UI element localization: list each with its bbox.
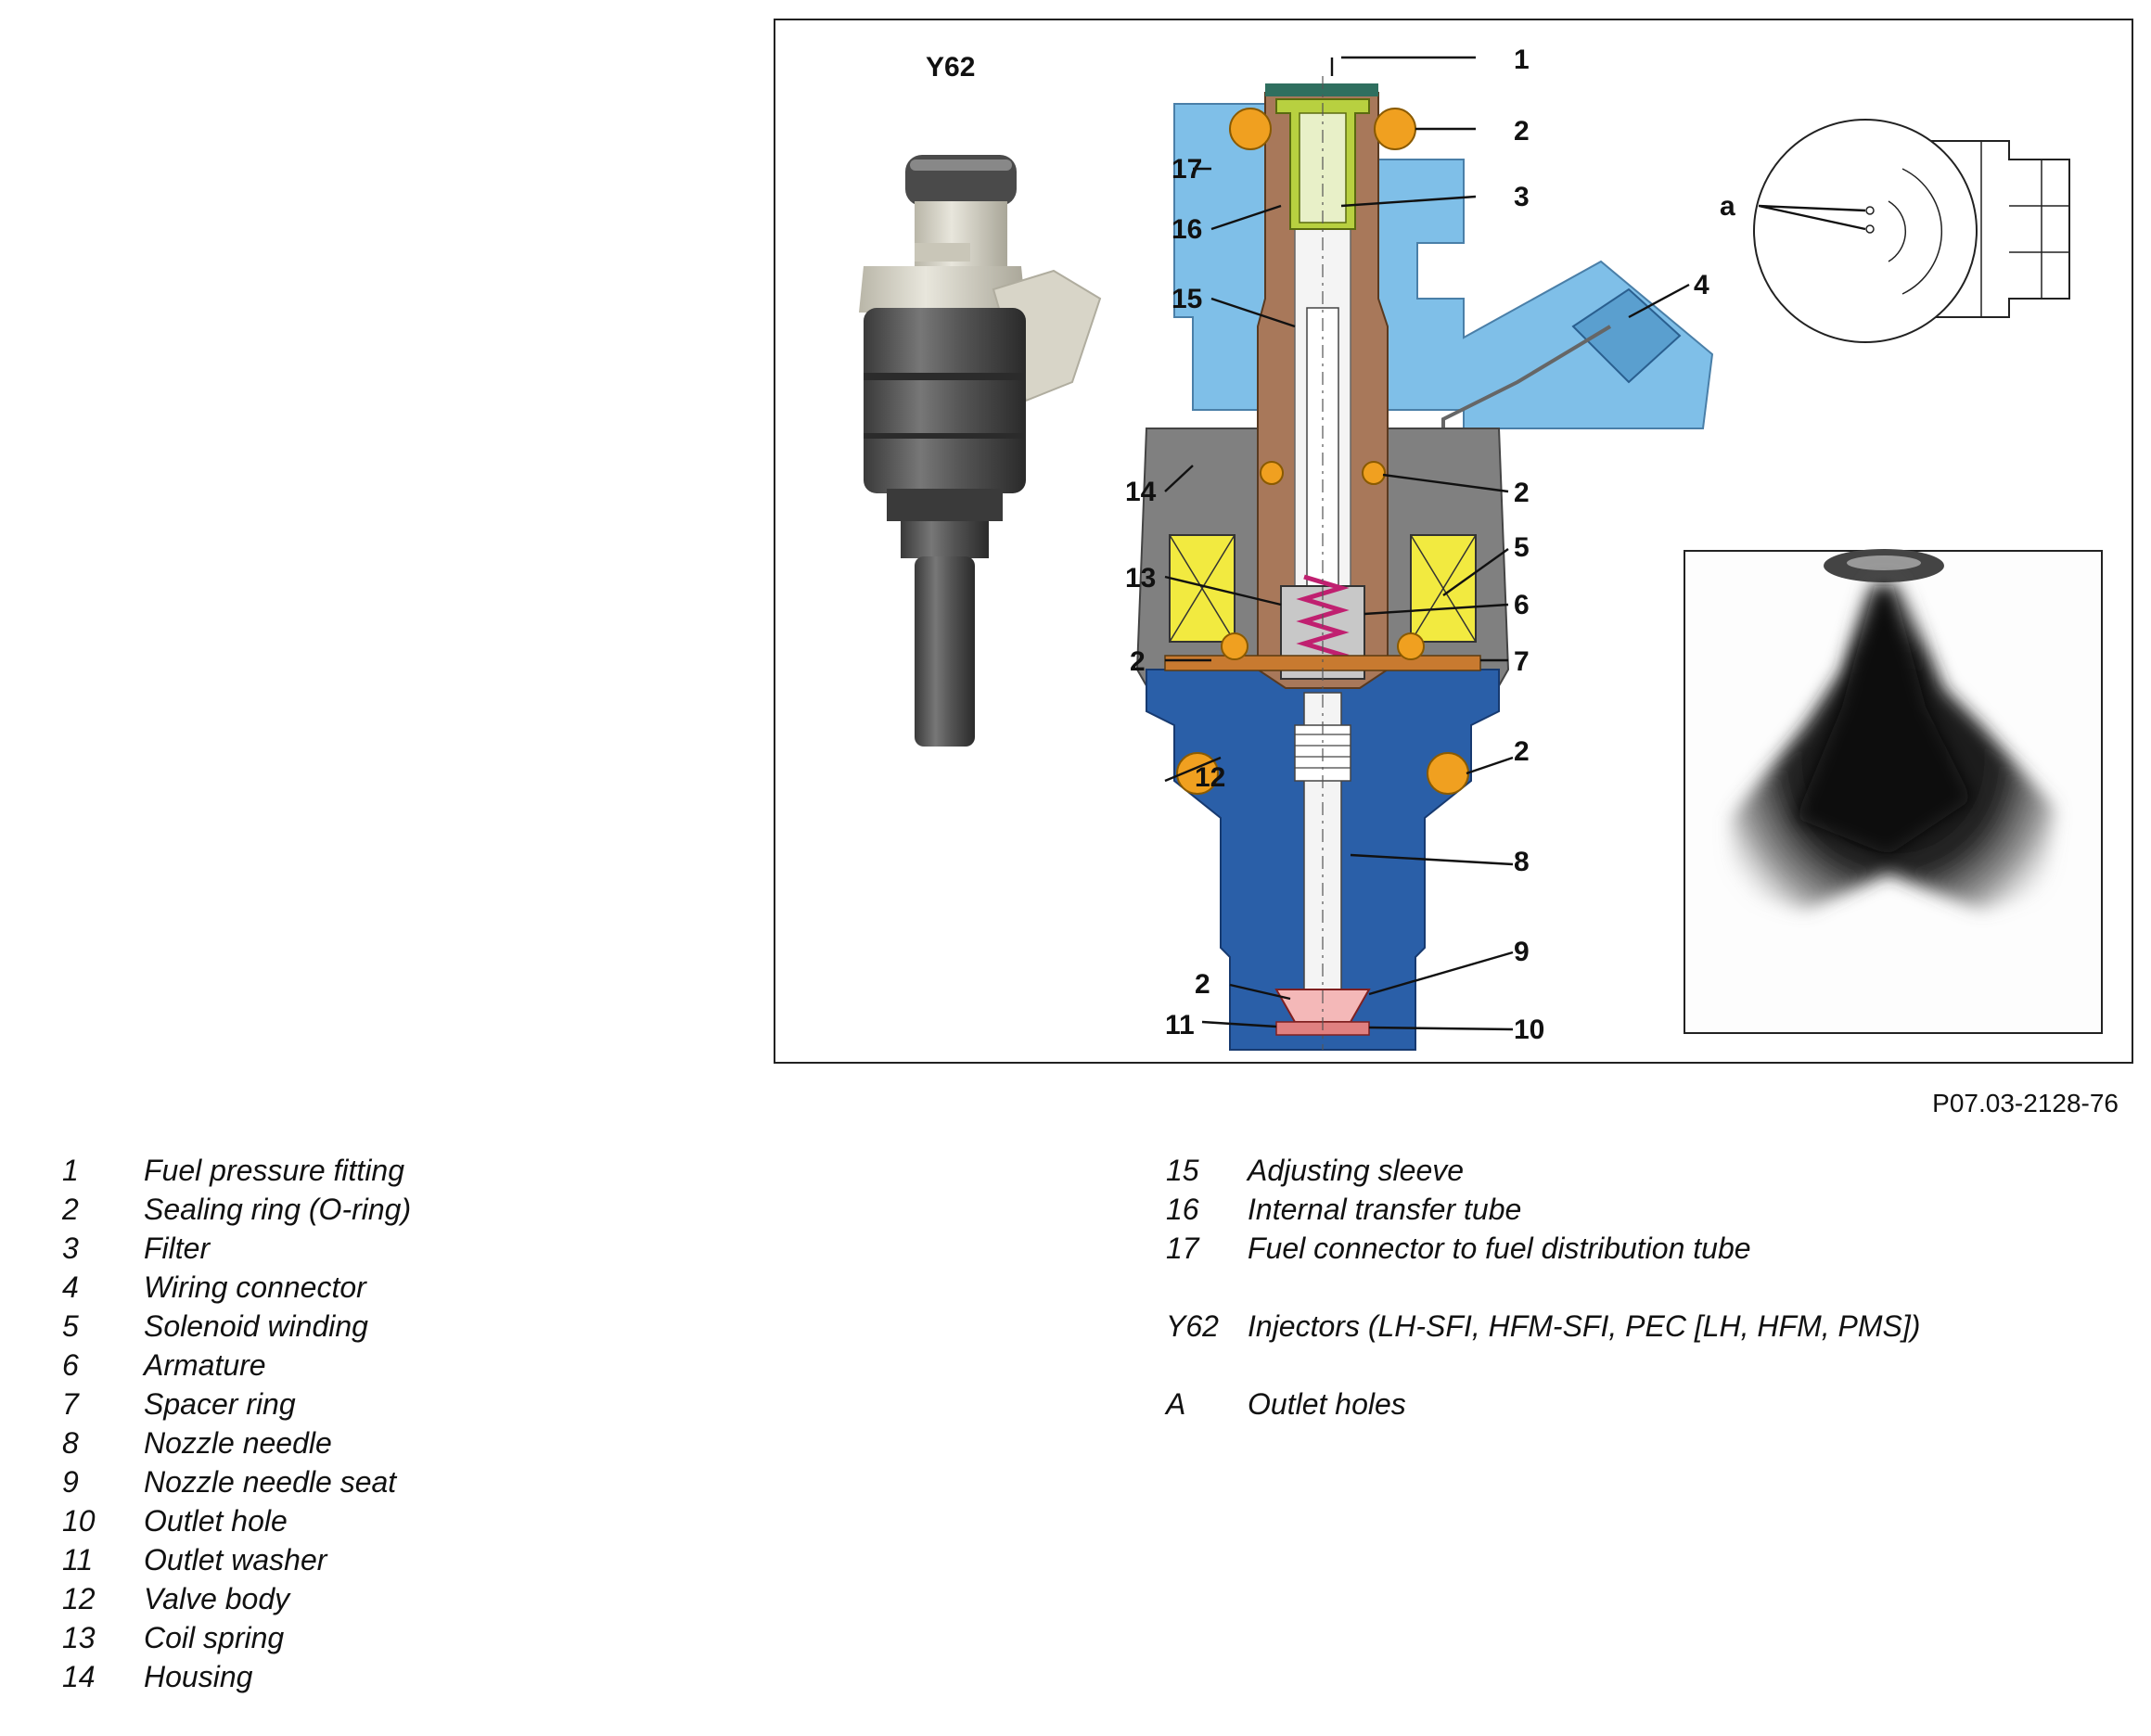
- injector-photo: [859, 155, 1102, 747]
- legend-item-text: Spacer ring: [144, 1387, 296, 1421]
- legend-item-text: Coil spring: [144, 1621, 285, 1654]
- legend-item-number: 9: [62, 1465, 79, 1499]
- callout-15: 15: [1172, 284, 1202, 314]
- legend-item-text: Nozzle needle seat: [144, 1465, 397, 1499]
- legend-item: 16 Internal transfer tube: [1166, 1190, 1920, 1229]
- legend-item-number: 17: [1166, 1232, 1199, 1265]
- legend-item-text: Solenoid winding: [144, 1309, 368, 1343]
- callout-2: 2: [1130, 646, 1146, 677]
- legend-item: 13 Coil spring: [62, 1618, 411, 1657]
- legend-right: 15 Adjusting sleeve 16 Internal transfer tu…: [1166, 1151, 1920, 1423]
- legend-item-number: 13: [62, 1621, 96, 1654]
- legend-item-number: 5: [62, 1309, 79, 1343]
- callout-1: 1: [1514, 45, 1530, 75]
- callout-a: a: [1720, 191, 1735, 222]
- injector-cross-section: [1135, 76, 1714, 1051]
- callout-16: 16: [1172, 214, 1202, 245]
- legend-item: 4 Wiring connector: [62, 1268, 411, 1307]
- legend-item-number: 11: [62, 1543, 94, 1576]
- legend-item-number: 15: [1166, 1154, 1199, 1187]
- legend-item-number: 3: [62, 1232, 79, 1265]
- legend-item: 3 Filter: [62, 1229, 411, 1268]
- legend-item-text: Armature: [144, 1348, 266, 1382]
- callout-17: 17: [1172, 154, 1202, 185]
- legend-item: 15 Adjusting sleeve: [1166, 1151, 1920, 1190]
- legend-item-number: 7: [62, 1387, 79, 1421]
- diagram-frame: Y62: [774, 19, 2133, 1064]
- legend-item-number: 4: [62, 1270, 79, 1304]
- legend-item-text: Injectors (LH-SFI, HFM-SFI, PEC [LH, HFM…: [1248, 1309, 1921, 1343]
- legend-item-number: 2: [62, 1193, 79, 1226]
- legend-item-number: 1: [62, 1154, 79, 1187]
- legend-item-text: Fuel pressure fitting: [144, 1154, 405, 1187]
- legend-item: 12 Valve body: [62, 1579, 411, 1618]
- callout-4: 4: [1694, 270, 1709, 300]
- callout-14: 14: [1125, 477, 1157, 507]
- legend-item-text: Filter: [144, 1232, 211, 1265]
- callout-labels: 1 2 3 4 2 5 6 7 2 8 9 10 11 2 12 2 13 14…: [1125, 45, 1709, 1045]
- legend-item: 10 Outlet hole: [62, 1501, 411, 1540]
- legend-item-number: 10: [62, 1504, 96, 1538]
- legend-item: 9 Nozzle needle seat: [62, 1462, 411, 1501]
- callout-2: 2: [1195, 969, 1210, 1000]
- legend-left: 1 Fuel pressure fitting 2 Sealing ring (O-r…: [62, 1151, 411, 1696]
- legend-item-text: Outlet holes: [1248, 1387, 1406, 1421]
- legend-item-number: 8: [62, 1426, 79, 1460]
- legend-item: 6 Armature: [62, 1346, 411, 1385]
- callout-leaders: [1164, 56, 1690, 1031]
- legend-item-number: 6: [62, 1348, 79, 1382]
- legend-item-number: Y62: [1166, 1309, 1219, 1343]
- figure-reference: P07.03-2128-76: [1932, 1089, 2119, 1117]
- legend-item-number: 14: [62, 1660, 96, 1693]
- legend-item-text: Sealing ring (O-ring): [144, 1193, 412, 1226]
- legend-item-text: Outlet hole: [144, 1504, 288, 1538]
- legend-item: Y62 Injectors (LH-SFI, HFM-SFI, PEC [LH, …: [1166, 1307, 1920, 1346]
- figure-title: Y62: [926, 52, 975, 83]
- legend-item-text: Fuel connector to fuel distribution tube: [1248, 1232, 1751, 1265]
- callout-12: 12: [1195, 762, 1225, 793]
- callout-5: 5: [1514, 532, 1530, 563]
- legend-item-number: 16: [1166, 1193, 1199, 1226]
- callout-2: 2: [1514, 736, 1530, 767]
- callout-11: 11: [1165, 1010, 1195, 1040]
- callout-6: 6: [1514, 590, 1530, 620]
- callout-10: 10: [1514, 1015, 1544, 1045]
- legend-item-text: Nozzle needle: [144, 1426, 332, 1460]
- legend-item-text: Outlet washer: [144, 1543, 327, 1576]
- legend-item: 2 Sealing ring (O-ring): [62, 1190, 411, 1229]
- callout-13: 13: [1125, 563, 1156, 594]
- legend-item-number: 12: [62, 1582, 96, 1615]
- callout-9: 9: [1514, 937, 1530, 967]
- callout-2: 2: [1514, 116, 1530, 147]
- legend-item: 14 Housing: [62, 1657, 411, 1696]
- nozzle-end-view: a: [1720, 119, 2070, 343]
- legend-spacer: [1166, 1268, 1920, 1307]
- callout-7: 7: [1514, 646, 1530, 677]
- legend-item-text: Valve body: [144, 1582, 290, 1615]
- legend-item: 8 Nozzle needle: [62, 1423, 411, 1462]
- legend-item: A Outlet holes: [1166, 1385, 1920, 1423]
- callout-2: 2: [1514, 478, 1530, 508]
- legend-item-text: Adjusting sleeve: [1248, 1154, 1465, 1187]
- legend-item-number: A: [1166, 1387, 1186, 1421]
- legend-item-text: Housing: [144, 1660, 253, 1693]
- callout-8: 8: [1514, 847, 1530, 877]
- legend-item: 1 Fuel pressure fitting: [62, 1151, 411, 1190]
- callout-3: 3: [1514, 182, 1530, 212]
- legend-item: 17 Fuel connector to fuel distribution tu…: [1166, 1229, 1920, 1268]
- spray-pattern-photo: [1684, 549, 2103, 1034]
- legend-item: 5 Solenoid winding: [62, 1307, 411, 1346]
- injector-diagram: Y62: [859, 45, 2103, 1051]
- legend-item-text: Wiring connector: [144, 1270, 366, 1304]
- legend-item: 11 Outlet washer: [62, 1540, 411, 1579]
- legend-spacer: [1166, 1346, 1920, 1385]
- legend-item-text: Internal transfer tube: [1248, 1193, 1522, 1226]
- legend-item: 7 Spacer ring: [62, 1385, 411, 1423]
